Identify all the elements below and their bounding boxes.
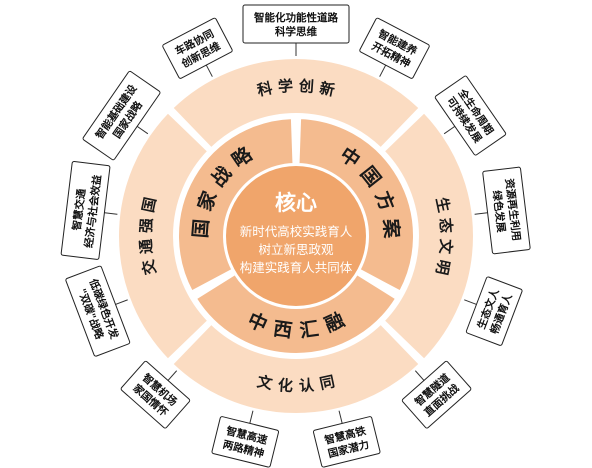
topic-box-frame [482, 166, 531, 255]
outer-label-science-char: 新 [318, 79, 336, 100]
outer-ring-segment [170, 57, 422, 150]
inner-ring-segment [297, 117, 415, 293]
outer-label-ecology-char: 生 [432, 196, 453, 214]
outer-label-transport-char: 国 [139, 196, 160, 214]
core-line: 树立新思政观 [258, 242, 334, 257]
outer-ring-segment [170, 322, 422, 415]
outer-label-ecology-char: 明 [432, 258, 453, 276]
topic-box-frame [401, 360, 472, 429]
topic-box-frame [211, 416, 280, 468]
inner-ring [177, 117, 415, 355]
topic-box-line: 绿色发展 [490, 190, 508, 234]
outer-label-culture: 文化认同 [256, 372, 337, 395]
outer-label-ecology-char: 文 [436, 238, 455, 255]
topic-box-line: 智能化功能性道路 [253, 11, 338, 24]
outer-label-culture-char: 同 [318, 372, 336, 393]
outer-label-transport-char: 通 [137, 238, 156, 254]
outer-label-culture-char: 认 [298, 376, 315, 395]
topic-box-line: 科学思维 [275, 25, 317, 38]
inner-label-fusion-char: 汇 [298, 318, 320, 342]
core-title: 核心 [275, 191, 317, 215]
topic-box-frame [312, 416, 381, 468]
outer-label-science-char: 科 [256, 79, 274, 100]
topic-box-frame [60, 160, 111, 260]
outer-ring [117, 57, 475, 415]
topic-box-frame [434, 75, 507, 156]
outer-label-ecology-char: 态 [436, 217, 455, 233]
outer-label-science: 科学创新 [256, 77, 337, 100]
topic-box-frame [162, 17, 233, 79]
topic-box: 低碳绿色开发"双碳"战略 [65, 265, 131, 357]
inner-ring-segment [177, 117, 295, 293]
outer-ring-segment [382, 110, 475, 362]
outer-boxes: 智能化功能性道路科学思维智能建养开拓精神全生命周期可持续发展资源再生利用绿色发展… [60, 4, 531, 468]
outer-label-science-char: 学 [277, 77, 293, 96]
topic-box-frame [82, 70, 161, 161]
outer-label-transport-char: 强 [137, 217, 156, 233]
topic-box-frame [359, 17, 430, 79]
outer-label-transport-char: 交 [139, 258, 160, 276]
core-line: 新时代高校实践育人 [240, 224, 353, 239]
core-line: 构建实践育人共同体 [240, 260, 353, 275]
core-circle [226, 166, 366, 306]
topic-box-frame [120, 360, 191, 429]
outer-label-culture-char: 文 [256, 372, 275, 393]
outer-ring-segment [117, 110, 210, 362]
outer-label-science-char: 创 [297, 77, 314, 96]
inner-label-fusion-char: 西 [272, 318, 294, 342]
topic-box-line: 智慧交通 [70, 188, 88, 233]
topic-box-frame [65, 265, 131, 357]
inner-label-china-plan-char: 案 [379, 217, 404, 240]
inner-ring-segment [194, 272, 398, 355]
inner-label-national-strategy-char: 国 [190, 218, 213, 239]
topic-box-frame [465, 276, 523, 346]
outer-label-culture-char: 化 [277, 376, 293, 395]
topic-box-frame [242, 4, 350, 44]
